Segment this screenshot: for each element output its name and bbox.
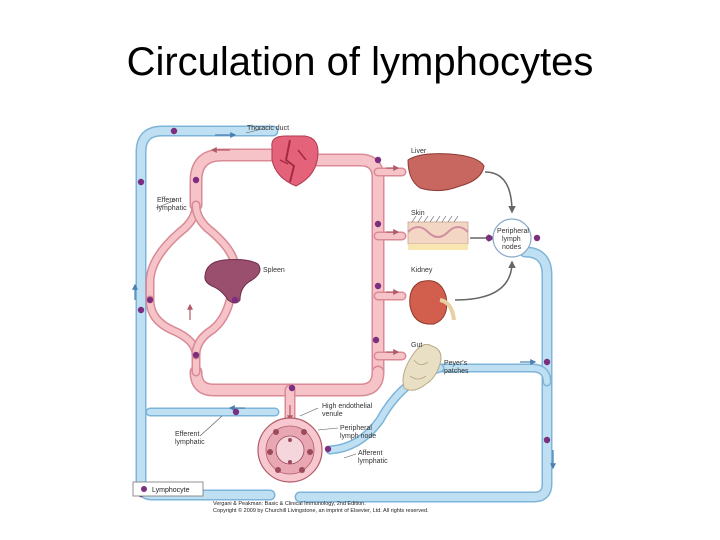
legend-lymphocyte-dot [141, 486, 147, 492]
label-efferent-lymphatic-bottom-2: lymphatic [175, 439, 205, 446]
lymphocyte-dot [374, 156, 382, 164]
label-thoracic-duct: Thoracic duct [247, 125, 289, 132]
label-peripheral-lymph-node-2: lymph node [340, 433, 376, 440]
legend-lymphocyte-label: Lymphocyte [152, 487, 190, 494]
lymphocyte-dot [192, 176, 200, 184]
label-efferent-lymphatic-top-1: Efferent [157, 197, 181, 204]
liver-icon [407, 153, 485, 192]
label-efferent-lymphatic-bottom-1: Efferent [175, 431, 199, 438]
lymphocyte-dot [485, 234, 493, 242]
lymphocyte-dot [231, 296, 239, 304]
lymphocyte-dot [137, 178, 145, 186]
label-afferent-lymphatic-2: lymphatic [358, 458, 388, 465]
heart-icon [271, 135, 319, 187]
label-peyers-patches-2: patches [444, 368, 469, 375]
kidney-icon [409, 280, 456, 325]
peripheral-lymph-nodes-icon [492, 218, 532, 258]
lymphocyte-dot [324, 445, 332, 453]
diagram-labels: Thoracic duct Liver Skin Kidney Gut Effe… [155, 125, 529, 465]
label-gut: Gut [411, 342, 422, 349]
label-efferent-lymphatic-top-2: lymphatic [157, 205, 187, 212]
spleen-icon [204, 259, 261, 304]
lymphocyte-dot [374, 282, 382, 290]
lymphocyte-dot [232, 408, 240, 416]
lymphocyte-dot [192, 351, 200, 359]
slide-title: Circulation of lymphocytes [126, 40, 594, 84]
credit-line-1: Vergani & Peakman: Basic & Clinical Immu… [213, 501, 366, 507]
label-liver: Liver [411, 148, 427, 155]
label-skin: Skin [411, 210, 425, 217]
blood-vessels [145, 148, 407, 428]
label-peripheral-lymph-node-1: Peripheral [340, 425, 372, 432]
label-afferent-lymphatic-1: Afferent [358, 450, 382, 457]
credit-line-2: Copyright © 2009 by Churchill Livingston… [213, 507, 429, 514]
label-peyers-patches-1: Peyer's [444, 360, 468, 367]
lymphocyte-dot [374, 220, 382, 228]
legend: Lymphocyte [132, 481, 204, 497]
lymph-node-icon [257, 417, 323, 483]
flow-arrows [132, 132, 556, 470]
label-hev-2: venule [322, 411, 343, 418]
label-spleen: Spleen [263, 267, 285, 274]
label-kidney: Kidney [411, 267, 433, 274]
skin-icon [407, 215, 469, 250]
lymphocyte-dot [146, 296, 154, 304]
credit: Vergani & Peakman: Basic & Clinical Immu… [213, 501, 429, 514]
lymphocyte-dot [170, 127, 178, 135]
lymphocyte-dot [137, 306, 145, 314]
label-peripheral-lymph-nodes-2: lymph [502, 236, 521, 243]
label-peripheral-lymph-nodes-1: Peripheral [497, 228, 529, 235]
lymphocyte-dot [372, 336, 380, 344]
label-hev-1: High endothelial [322, 403, 373, 410]
lymphocyte-dot [288, 384, 296, 392]
lymphocyte-dot [533, 234, 541, 242]
gut-icon [402, 343, 442, 391]
lymphocytes [137, 127, 551, 498]
lymphocyte-dot [543, 436, 551, 444]
label-peripheral-lymph-nodes-3: nodes [502, 244, 522, 251]
lymphocyte-dot [543, 358, 551, 366]
